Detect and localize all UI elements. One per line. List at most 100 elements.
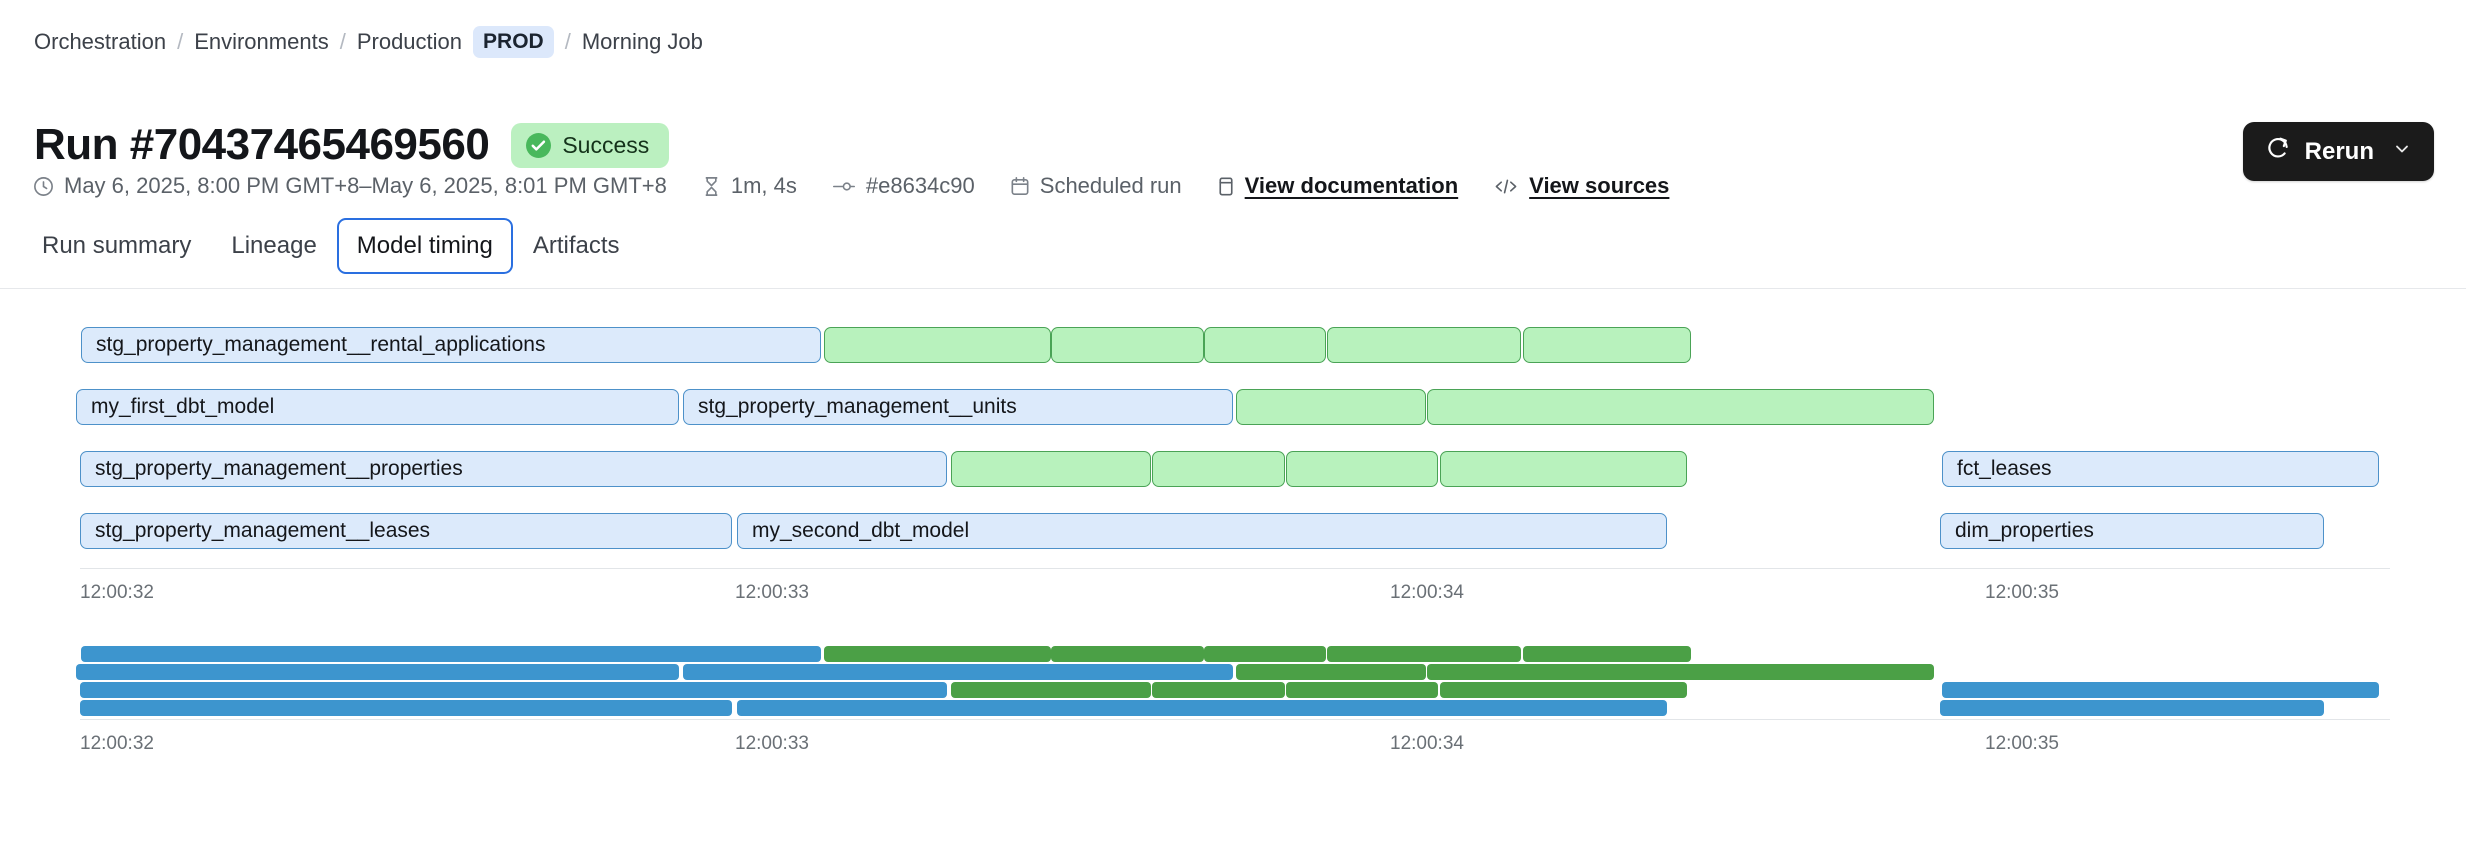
hourglass-icon [701, 175, 722, 198]
tab-bar: Run summary Lineage Model timing Artifac… [22, 218, 640, 274]
gantt-bar-label: dim_properties [1955, 519, 2094, 542]
gantt-bar-model[interactable]: my_second_dbt_model [737, 513, 1667, 549]
breadcrumb: Orchestration / Environments / Productio… [34, 26, 703, 58]
overview-bar-model[interactable] [80, 682, 947, 698]
overview-bar-test[interactable] [1204, 646, 1326, 662]
axis-tick-label: 12:00:34 [1390, 733, 1464, 754]
overview-bar-test[interactable] [1523, 646, 1691, 662]
gantt-bar-test[interactable] [1523, 327, 1691, 363]
gantt-bar-model[interactable]: stg_property_management__properties [80, 451, 947, 487]
run-metadata: May 6, 2025, 8:00 PM GMT+8–May 6, 2025, … [32, 172, 1669, 200]
page-title: Run #70437465469560 [34, 120, 490, 170]
gantt-row: stg_property_management__properties fct_l… [0, 442, 2466, 504]
overview-bar-model[interactable] [683, 664, 1233, 680]
gantt-row: stg_property_management__leases my_second… [0, 504, 2466, 566]
breadcrumb-item-environments[interactable]: Environments [194, 29, 329, 54]
meta-commit: #e8634c90 [831, 172, 975, 200]
overview-bar-model[interactable] [737, 700, 1667, 716]
overview-row [0, 699, 2466, 717]
breadcrumb-item-morning-job[interactable]: Morning Job [581, 29, 703, 54]
gantt-bar-model[interactable]: stg_property_management__units [683, 389, 1233, 425]
overview-row [0, 645, 2466, 663]
calendar-icon [1009, 175, 1031, 198]
meta-duration: 1m, 4s [701, 172, 797, 200]
tab-model-timing[interactable]: Model timing [336, 218, 513, 274]
overview-bar-test[interactable] [1427, 664, 1934, 680]
gantt-bar-test[interactable] [824, 327, 1051, 363]
gantt-bar-model[interactable]: stg_property_management__rental_applicat… [81, 327, 821, 363]
overview-bar-test[interactable] [824, 646, 1051, 662]
meta-commit-text: #e8634c90 [865, 173, 975, 198]
gantt-bar-test[interactable] [1440, 451, 1687, 487]
tab-lineage[interactable]: Lineage [231, 232, 317, 259]
gantt-bar-label: fct_leases [1957, 457, 2052, 480]
commit-icon [831, 175, 857, 198]
meta-timerange-text: May 6, 2025, 8:00 PM GMT+8–May 6, 2025, … [64, 173, 667, 198]
gantt-bar-test[interactable] [1204, 327, 1326, 363]
overview-bar-test[interactable] [1286, 682, 1438, 698]
breadcrumb-separator: / [564, 29, 571, 54]
status-label: Success [562, 131, 650, 158]
axis-tick-label: 12:00:34 [1390, 582, 1464, 603]
overview-bar-model[interactable] [76, 664, 679, 680]
overview-bar-test[interactable] [1152, 682, 1285, 698]
gantt-bar-label: stg_property_management__rental_applicat… [96, 333, 546, 356]
gantt-bar-model[interactable]: stg_property_management__leases [80, 513, 732, 549]
overview-bar-test[interactable] [1236, 664, 1426, 680]
axis-tick-label: 12:00:35 [1985, 733, 2059, 754]
gantt-row: stg_property_management__rental_applicat… [0, 318, 2466, 380]
gantt-bar-test[interactable] [1327, 327, 1521, 363]
meta-trigger: Scheduled run [1009, 172, 1182, 200]
status-badge: Success [511, 122, 670, 168]
overview-bar-test[interactable] [951, 682, 1151, 698]
gantt-bar-model[interactable]: dim_properties [1940, 513, 2324, 549]
overview-bar-model[interactable] [80, 700, 732, 716]
overview-bar-test[interactable] [1051, 646, 1204, 662]
gantt-bar-label: my_second_dbt_model [752, 519, 970, 542]
gantt-bar-test[interactable] [1286, 451, 1438, 487]
environment-badge-prod: PROD [473, 26, 554, 58]
meta-documentation[interactable]: View documentation [1216, 172, 1459, 200]
meta-duration-text: 1m, 4s [730, 173, 797, 198]
overview-bar-test[interactable] [1327, 646, 1521, 662]
model-timing-gantt: stg_property_management__rental_applicat… [0, 318, 2466, 614]
breadcrumb-separator: / [339, 29, 346, 54]
overview-bar-model[interactable] [81, 646, 821, 662]
gantt-bar-label: stg_property_management__properties [95, 457, 463, 480]
meta-sources[interactable]: View sources [1492, 172, 1669, 200]
gantt-bar-test[interactable] [1236, 389, 1426, 425]
breadcrumb-item-production[interactable]: Production [356, 29, 463, 54]
book-icon [1216, 175, 1236, 198]
breadcrumb-item-orchestration[interactable]: Orchestration [34, 29, 167, 54]
rerun-label: Rerun [2304, 137, 2374, 165]
overview-bar-test[interactable] [1440, 682, 1687, 698]
gantt-bar-test[interactable] [951, 451, 1151, 487]
refresh-icon [2265, 135, 2291, 168]
axis-line [80, 568, 2390, 569]
axis-tick-label: 12:00:32 [80, 733, 154, 754]
overview-bar-model[interactable] [1940, 700, 2324, 716]
gantt-bar-model[interactable]: my_first_dbt_model [76, 389, 679, 425]
gantt-row: my_first_dbt_model stg_property_managemen… [0, 380, 2466, 442]
chevron-down-icon[interactable] [2392, 139, 2412, 164]
clock-icon [32, 175, 55, 198]
tab-run-summary[interactable]: Run summary [42, 232, 192, 259]
gantt-bar-test[interactable] [1152, 451, 1285, 487]
gantt-bar-label: stg_property_management__units [698, 395, 1017, 418]
tab-artifacts[interactable]: Artifacts [532, 232, 620, 259]
axis-tick-label: 12:00:32 [80, 582, 154, 603]
gantt-bar-label: my_first_dbt_model [91, 395, 275, 418]
overview-row [0, 663, 2466, 681]
overview-bar-model[interactable] [1942, 682, 2379, 698]
view-documentation-link[interactable]: View documentation [1244, 173, 1459, 198]
gantt-bar-test[interactable] [1427, 389, 1934, 425]
overview-row [0, 681, 2466, 699]
view-sources-link[interactable]: View sources [1529, 173, 1670, 198]
rerun-button[interactable]: Rerun [2242, 122, 2434, 181]
gantt-bar-test[interactable] [1051, 327, 1204, 363]
gantt-bar-model[interactable]: fct_leases [1942, 451, 2379, 487]
title-row: Run #70437465469560 Success [34, 90, 670, 201]
